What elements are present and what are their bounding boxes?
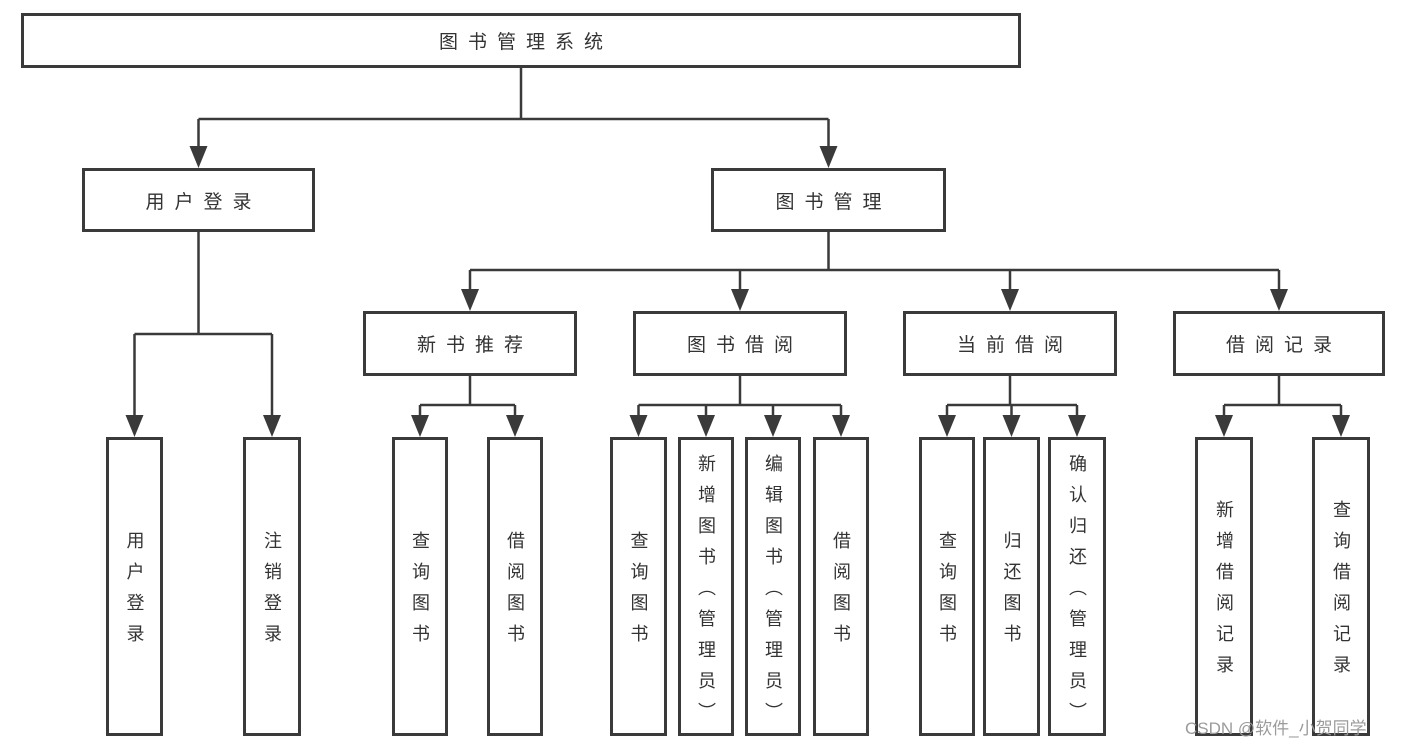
node-borrow-books: 借阅图书 <box>813 437 869 736</box>
arrowhead <box>731 289 749 311</box>
edges-user-login <box>125 232 281 437</box>
edges-borrowing-records <box>1215 376 1350 437</box>
node-user-login-leaf: 用户登录 <box>106 437 163 736</box>
node-edit-books-admin: 编辑图书（管理员） <box>745 437 801 736</box>
edges-current-borrowing <box>938 376 1086 437</box>
node-query-books-borrow: 查询图书 <box>610 437 667 736</box>
arrowhead <box>189 146 208 168</box>
leaf-label: 查询图书 <box>937 531 957 655</box>
arrowhead <box>1332 415 1350 437</box>
node-add-borrow-record: 新增借阅记录 <box>1195 437 1253 736</box>
node-return-books: 归还图书 <box>983 437 1040 736</box>
leaf-label: 借阅图书 <box>505 531 525 655</box>
leaf-label: 查询图书 <box>410 531 430 655</box>
leaf-label: 归还图书 <box>1001 531 1022 655</box>
edges-root <box>189 68 838 168</box>
arrowhead <box>832 415 850 437</box>
node-query-books-current: 查询图书 <box>919 437 975 736</box>
arrowhead <box>697 415 715 437</box>
csdn-watermark: CSDN @软件_小贺同学 <box>1185 719 1367 738</box>
leaf-label: 查询借阅记录 <box>1331 500 1351 686</box>
arrowhead <box>125 415 144 437</box>
arrowhead <box>263 415 281 437</box>
edges-book-borrowing <box>629 376 850 437</box>
edges-new-book-recommendation <box>411 376 524 437</box>
arrowhead <box>1001 289 1019 311</box>
node-add-books-admin: 新增图书（管理员） <box>678 437 734 736</box>
arrowhead <box>461 289 479 311</box>
node-book-management: 图书管理 <box>711 168 946 232</box>
leaf-label: 新增借阅记录 <box>1214 500 1234 686</box>
leaf-label: 新增图书（管理员） <box>696 453 716 733</box>
arrowhead <box>764 415 782 437</box>
arrowhead <box>1068 415 1086 437</box>
node-user-login: 用户登录 <box>82 168 315 232</box>
arrowhead <box>411 415 429 437</box>
node-new-book-recommendation: 新书推荐 <box>363 311 577 376</box>
edges-book-management <box>461 232 1288 311</box>
node-root-library-management-system: 图书管理系统 <box>21 13 1021 68</box>
node-book-borrowing: 图书借阅 <box>633 311 847 376</box>
arrowhead <box>938 415 956 437</box>
arrowhead <box>506 415 524 437</box>
node-query-borrow-record: 查询借阅记录 <box>1312 437 1370 736</box>
leaf-label: 借阅图书 <box>831 531 851 655</box>
arrowhead <box>819 146 838 168</box>
node-current-borrowing: 当前借阅 <box>903 311 1117 376</box>
leaf-label: 确认归还（管理员） <box>1067 453 1087 733</box>
node-query-books-recommend: 查询图书 <box>392 437 448 736</box>
leaf-label: 查询图书 <box>628 531 649 655</box>
arrowhead <box>629 415 648 437</box>
node-borrow-books-recommend: 借阅图书 <box>487 437 543 736</box>
node-confirm-return-admin: 确认归还（管理员） <box>1048 437 1106 736</box>
leaf-label: 用户登录 <box>124 531 145 655</box>
leaf-label: 注销登录 <box>262 531 282 655</box>
node-borrowing-records: 借阅记录 <box>1173 311 1385 376</box>
arrowhead <box>1270 289 1288 311</box>
node-logout-leaf: 注销登录 <box>243 437 301 736</box>
arrowhead <box>1215 415 1233 437</box>
arrowhead <box>1002 415 1021 437</box>
leaf-label: 编辑图书（管理员） <box>763 453 783 733</box>
